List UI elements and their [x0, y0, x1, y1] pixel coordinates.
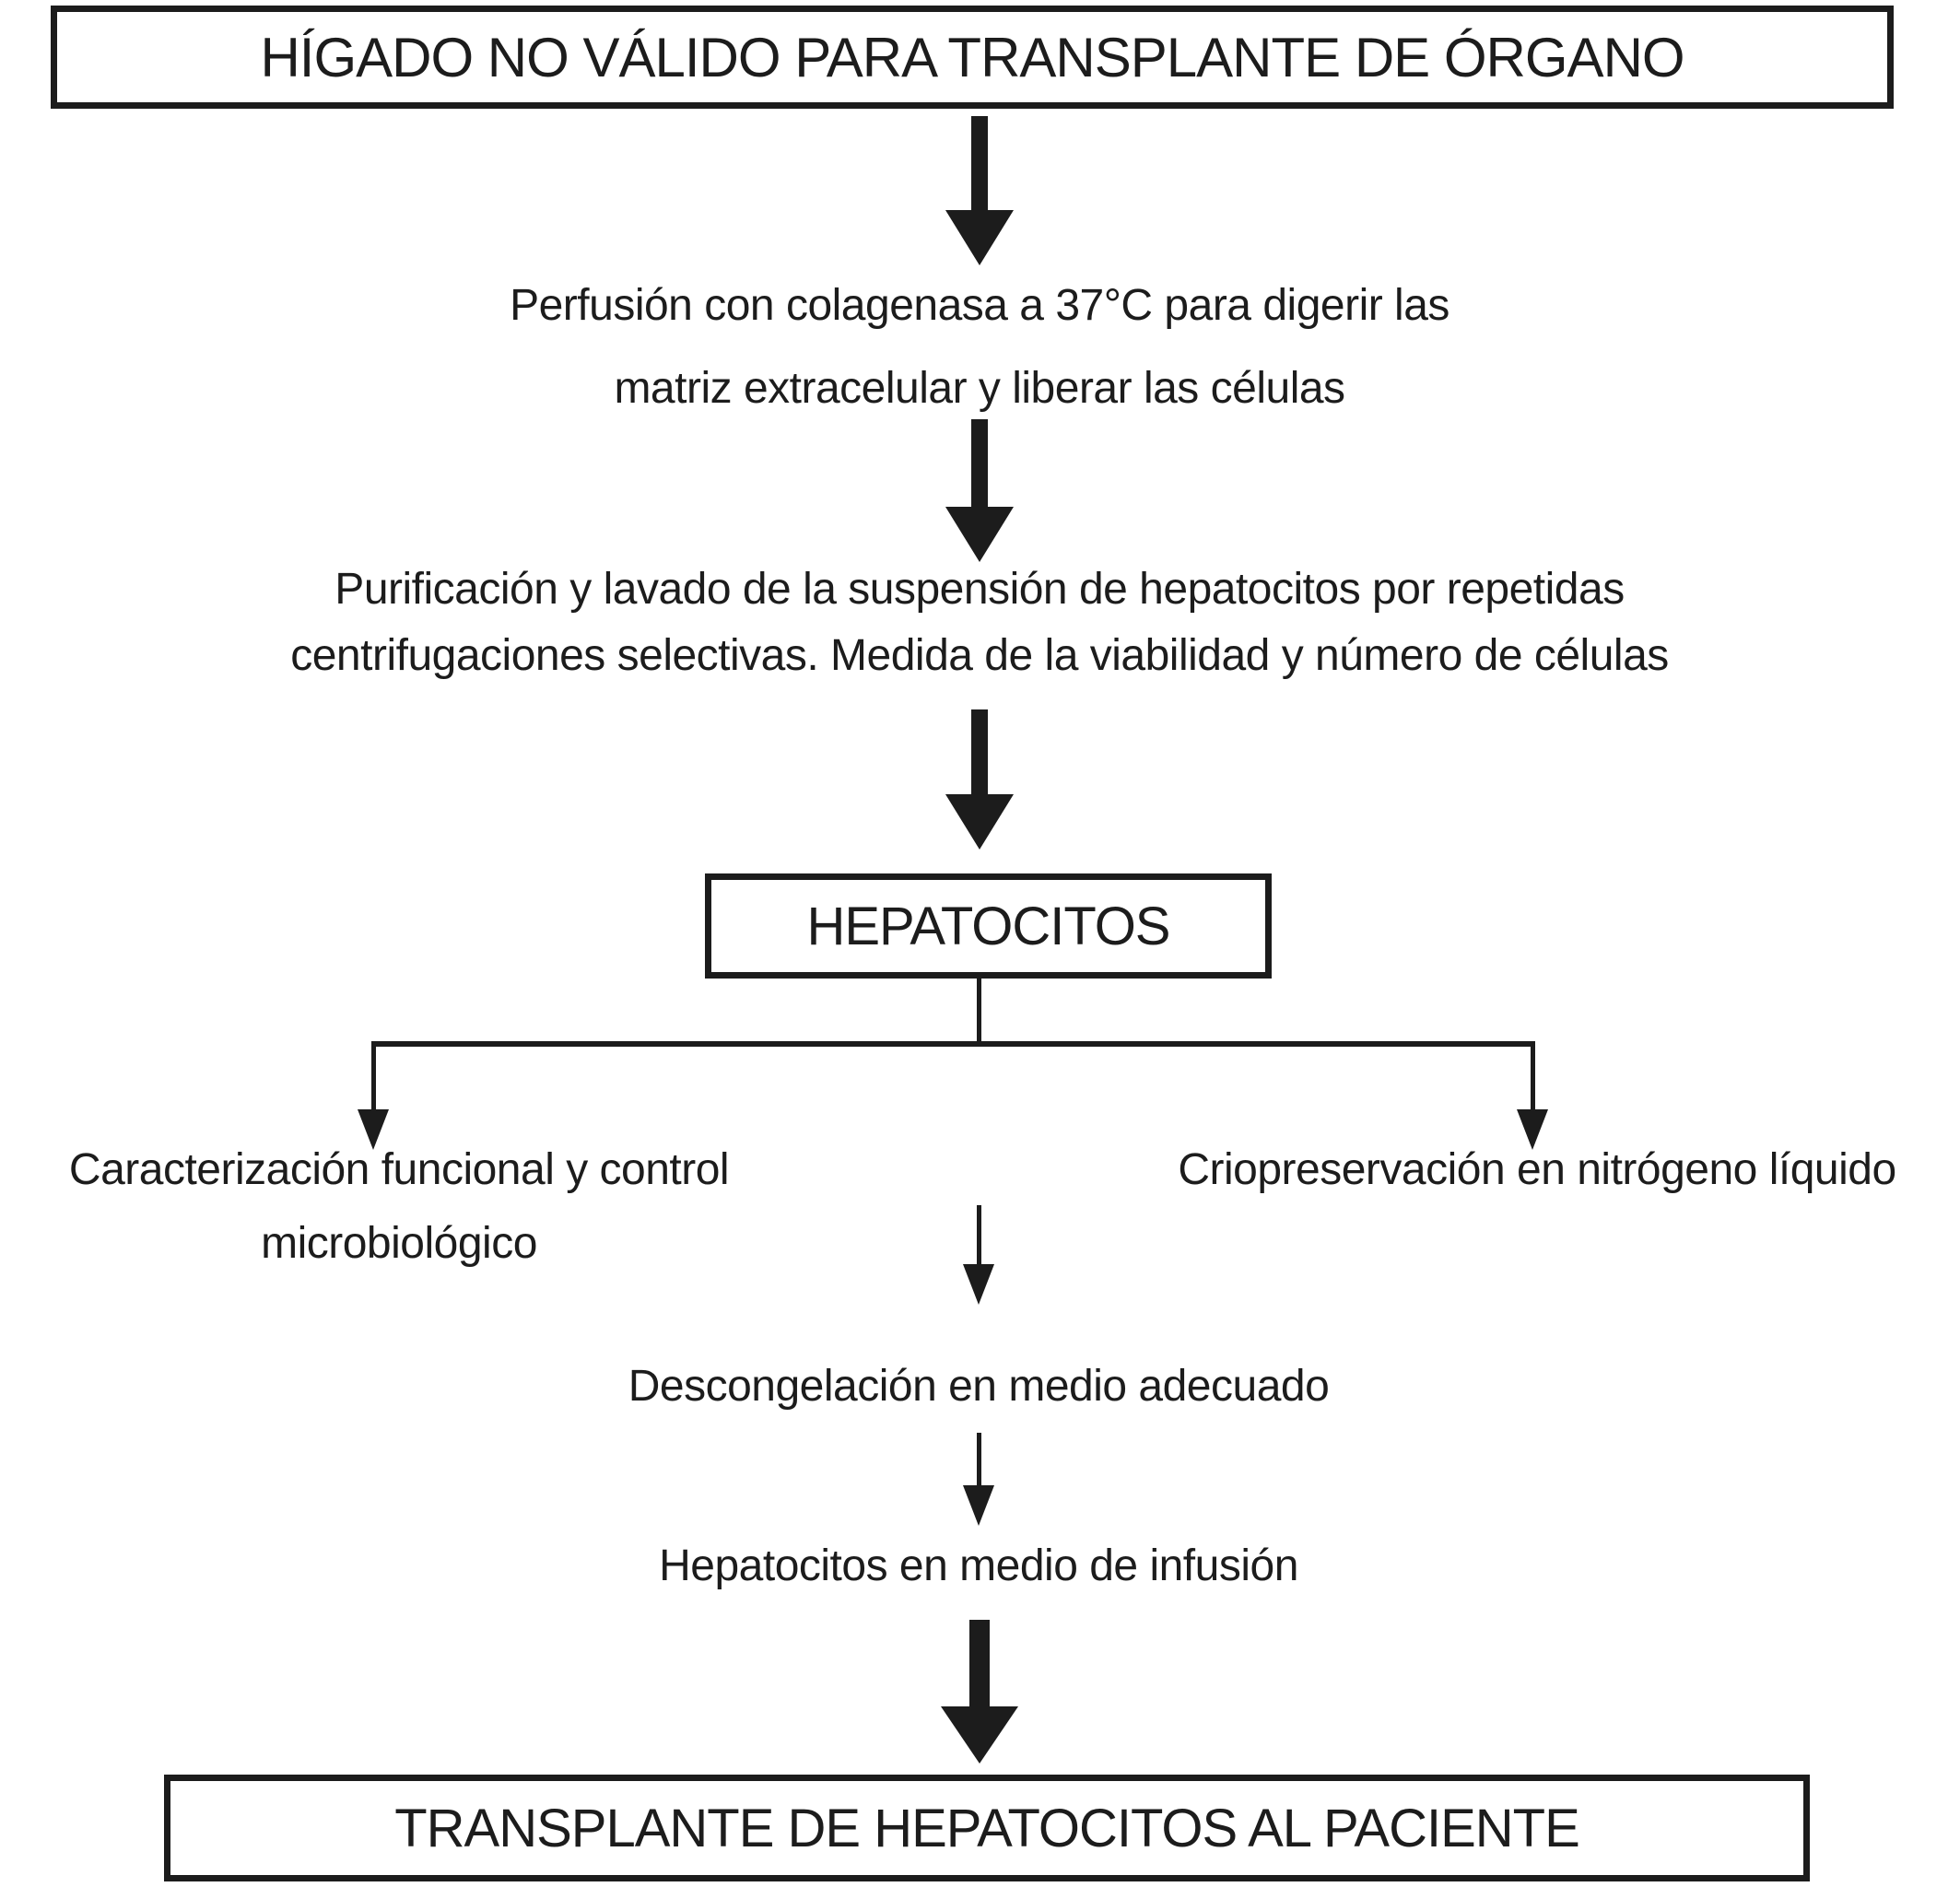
purificacion-step-line2: centrifugaciones selectivas. Medida de l… — [290, 631, 1669, 680]
perfusion-step-line2: matriz extracelular y liberar las célula… — [614, 364, 1345, 413]
branch-connector-line — [977, 979, 981, 1041]
caracterizacion-line1: Caracterización funcional y control — [68, 1145, 730, 1194]
caracterizacion-line2: microbiológico — [261, 1219, 537, 1268]
transplante-label: TRANSPLANTE DE HEPATOCITOS AL PACIENTE — [394, 1798, 1580, 1858]
purificacion-step-line1: Purificación y lavado de la suspensión d… — [334, 565, 1625, 614]
descongelacion-label: Descongelación en medio adecuado — [628, 1362, 1330, 1411]
branch-horizontal-line — [373, 1041, 1532, 1047]
hepatocitos-label: HEPATOCITOS — [806, 896, 1170, 956]
infusion-label: Hepatocitos en medio de infusión — [659, 1541, 1298, 1590]
hepatocitos-box: HEPATOCITOS — [705, 873, 1272, 979]
perfusion-step-line1: Perfusión con colagenasa a 37°C para dig… — [510, 281, 1449, 330]
transplante-box: TRANSPLANTE DE HEPATOCITOS AL PACIENTE — [164, 1775, 1810, 1881]
source-liver-box: HÍGADO NO VÁLIDO PARA TRANSPLANTE DE ÓRG… — [51, 6, 1894, 109]
source-liver-label: HÍGADO NO VÁLIDO PARA TRANSPLANTE DE ÓRG… — [260, 26, 1684, 88]
criopreservacion-label: Criopreservación en nitrógeno líquido — [1178, 1145, 1896, 1194]
